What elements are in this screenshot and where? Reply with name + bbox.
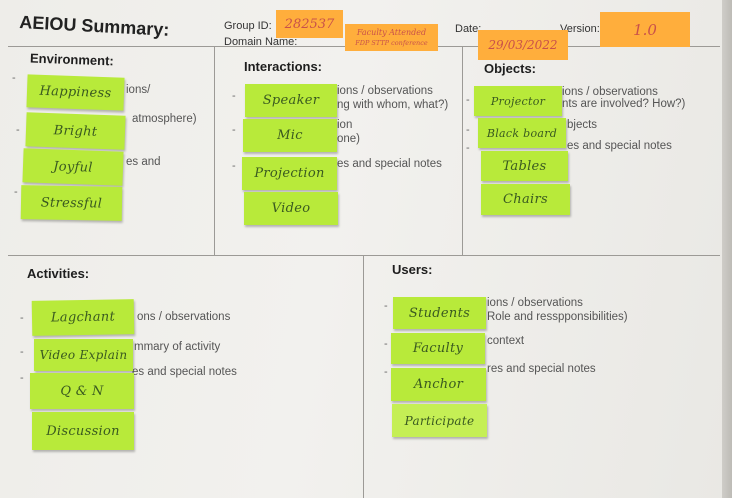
bullet: - bbox=[20, 312, 24, 324]
bullet: - bbox=[14, 186, 18, 198]
domain-name-note: Faculty Attended FDP STTP conference bbox=[345, 24, 438, 51]
bullet: - bbox=[12, 72, 16, 84]
sticky-note-faculty: Faculty bbox=[391, 333, 485, 364]
group-id-label: Group ID: bbox=[224, 20, 272, 32]
bullet: - bbox=[384, 300, 388, 312]
objects-hint-4: es and special notes bbox=[567, 140, 672, 152]
objects-hint-2: nts are involved? How?) bbox=[562, 98, 686, 110]
domain-name-label: Domain Name: bbox=[224, 36, 298, 48]
sticky-note-anchor: Anchor bbox=[391, 368, 486, 401]
bullet: - bbox=[16, 124, 20, 136]
bullet: - bbox=[232, 90, 236, 102]
objects-hint-3: bjects bbox=[567, 119, 598, 131]
sticky-note-tables: Tables bbox=[481, 151, 568, 181]
sticky-note-video-explain: Video Explain bbox=[34, 339, 133, 371]
sticky-note-bright: Bright bbox=[25, 112, 126, 150]
group-id-note: 282537 bbox=[276, 10, 343, 38]
sticky-note-mic: Mic bbox=[243, 119, 337, 152]
column-divider-1 bbox=[214, 46, 215, 255]
version-value: 1.0 bbox=[633, 20, 657, 39]
sticky-note-video: Video bbox=[244, 192, 338, 225]
interactions-title: Interactions: bbox=[244, 59, 323, 74]
interactions-hint-1: ions / observations bbox=[337, 85, 433, 97]
bullet: - bbox=[232, 160, 236, 172]
environment-hint-1: ions/ bbox=[126, 84, 151, 96]
page-title: AEIOU Summary: bbox=[18, 12, 170, 40]
sticky-note-projection: Projection bbox=[242, 157, 337, 190]
sticky-note-black-board: Black board bbox=[478, 118, 566, 148]
interactions-hint-4: one) bbox=[337, 133, 361, 145]
users-hint-4: res and special notes bbox=[487, 363, 596, 375]
bullet: - bbox=[466, 124, 470, 136]
interactions-hint-5: es and special notes bbox=[337, 158, 442, 170]
interactions-hint-3: ion bbox=[337, 119, 353, 131]
users-hint-1: ions / observations bbox=[487, 297, 583, 309]
objects-title: Objects: bbox=[484, 61, 537, 76]
activities-hint-1: ons / observations bbox=[137, 311, 231, 323]
domain-name-value-line1: Faculty Attended bbox=[356, 27, 427, 37]
group-id-value: 282537 bbox=[284, 16, 335, 32]
sticky-note-q-and-n: Q & N bbox=[30, 373, 134, 409]
sticky-note-participate: Participate bbox=[392, 404, 487, 437]
column-divider-2 bbox=[462, 46, 463, 255]
sticky-note-projector: Projector bbox=[474, 86, 562, 116]
interactions-hint-2: ng with whom, what?) bbox=[337, 99, 449, 111]
paper-edge-shadow bbox=[722, 0, 732, 498]
bullet: - bbox=[466, 94, 470, 106]
activities-hint-3: es and special notes bbox=[132, 366, 237, 378]
environment-hint-2: atmosphere) bbox=[132, 113, 197, 125]
users-title: Users: bbox=[392, 262, 433, 277]
bullet: - bbox=[384, 366, 388, 378]
row-divider bbox=[8, 255, 720, 256]
sticky-note-discussion: Discussion bbox=[32, 412, 134, 450]
objects-hint-1: ions / observations bbox=[562, 86, 658, 98]
bullet: - bbox=[384, 338, 388, 350]
sticky-note-happiness: Happiness bbox=[26, 74, 125, 111]
version-label: Version: bbox=[560, 23, 600, 35]
bullet: - bbox=[466, 142, 470, 154]
users-hint-3: context bbox=[487, 335, 525, 347]
sticky-note-stressful: Stressful bbox=[20, 185, 123, 221]
sticky-note-chairs: Chairs bbox=[481, 184, 570, 215]
sticky-note-students: Students bbox=[393, 297, 486, 329]
activities-hint-2: mmary of activity bbox=[134, 341, 221, 353]
bullet: - bbox=[20, 346, 24, 358]
version-note: 1.0 bbox=[600, 12, 690, 47]
date-note: 29/03/2022 bbox=[478, 30, 568, 60]
sticky-note-lagchant: Lagchant bbox=[31, 299, 135, 336]
activities-title: Activities: bbox=[27, 266, 90, 281]
environment-title: Environment: bbox=[29, 50, 115, 69]
date-value: 29/03/2022 bbox=[488, 38, 558, 52]
column-divider-3 bbox=[363, 255, 364, 498]
environment-hint-3: es and bbox=[126, 156, 161, 168]
date-label: Date: bbox=[455, 23, 482, 35]
bullet: - bbox=[20, 372, 24, 384]
bullet: - bbox=[232, 124, 236, 136]
domain-name-value-line2: FDP STTP conference bbox=[355, 38, 428, 47]
users-hint-2: Role and resspponsibilities) bbox=[487, 311, 628, 323]
sticky-note-joyful: Joyful bbox=[22, 148, 124, 186]
sticky-note-speaker: Speaker bbox=[245, 84, 337, 117]
